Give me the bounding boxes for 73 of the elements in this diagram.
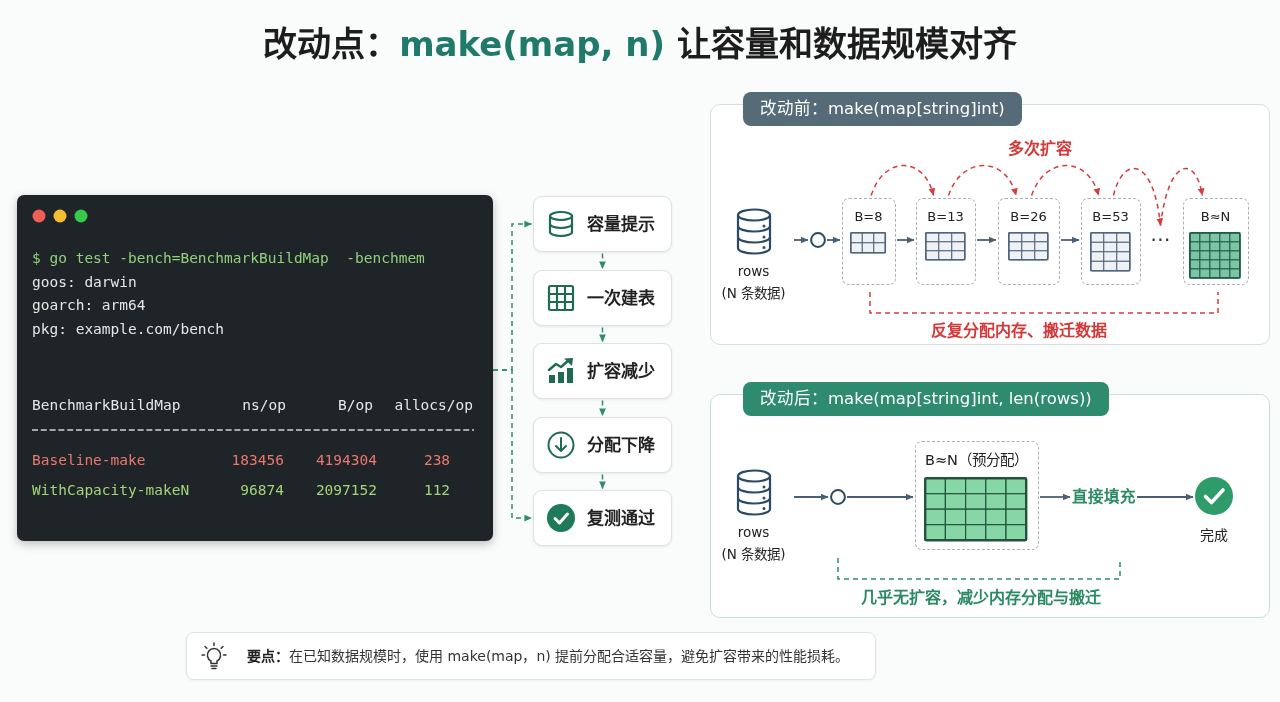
- step-card: [533, 417, 672, 473]
- step-label: 一次建表: [587, 287, 655, 309]
- annotation-label: 几乎无扩容，减少内存分配与搬迁: [860, 587, 1101, 608]
- benchmark-name: Baseline-make: [32, 451, 146, 470]
- terminal-window: [17, 195, 493, 541]
- curved-arrow: [1159, 167, 1205, 227]
- annotation-label: 反复分配内存、搬迁数据: [930, 320, 1107, 341]
- bucket-label: B=53: [1092, 208, 1129, 226]
- curved-arrow: [1030, 164, 1100, 197]
- source-label: rows: [737, 522, 770, 541]
- step-label: 扩容减少: [587, 360, 655, 382]
- dashed-arrow: [599, 326, 606, 343]
- metric-value: 183456: [231, 451, 284, 470]
- bucket-label: B≈N: [1200, 208, 1231, 226]
- benchmark-name: WithCapacity-makeN: [32, 481, 190, 500]
- dashed-arrow: [599, 399, 606, 417]
- arrow: [846, 493, 914, 501]
- curved-arrow: [1112, 167, 1163, 227]
- ellipsis: ⋯: [1149, 227, 1172, 250]
- dashed-arrow: [599, 473, 606, 490]
- panel-header: 改动前：make(map[string]int): [743, 92, 1022, 126]
- map-bucket: [997, 197, 1060, 285]
- arrow: [1060, 236, 1080, 244]
- curved-arrow: [947, 164, 1017, 197]
- step-label: 分配下降: [587, 434, 655, 456]
- annotation-label: 多次扩容: [1007, 138, 1072, 159]
- bucket-label: B=26: [1010, 208, 1047, 226]
- map-bucket: [1080, 197, 1141, 285]
- source-label: rows: [737, 261, 770, 280]
- dashed-arrow: [492, 369, 533, 522]
- arrow: [896, 236, 915, 244]
- output-line: goarch: arm64: [32, 296, 146, 315]
- arrow: [793, 493, 829, 501]
- step-label: 容量提示: [587, 213, 655, 235]
- metric-value: 238: [423, 451, 451, 470]
- output-line: goos: darwin: [32, 273, 137, 292]
- note-box: [186, 632, 876, 680]
- command-line: $ go test -bench=BenchmarkBuildMap -benchmem: [32, 249, 425, 268]
- metric-value: 2097152: [315, 481, 377, 500]
- bucket-label: B=13: [927, 208, 964, 226]
- title: 改动点：make(map, n) 让容量和数据规模对齐: [263, 23, 1017, 66]
- column-header: B/op: [338, 396, 373, 415]
- metric-value: 4194304: [315, 451, 377, 470]
- arrow: [793, 236, 809, 244]
- curved-arrow: [870, 164, 935, 197]
- column-header: allocs/op: [394, 396, 473, 415]
- metric-value: 96874: [240, 481, 284, 500]
- step-card: [533, 343, 672, 399]
- map-bucket: [1182, 197, 1249, 285]
- bucket-label: B=8: [854, 208, 883, 226]
- note-text: 要点：在已知数据规模时，使用 make(map，n) 提前分配合适容量，避免扩容带来的性能损耗。: [247, 647, 850, 666]
- source-caption: (N 条数据): [721, 544, 786, 563]
- map-bucket: [915, 197, 976, 285]
- bucket-label: B≈N（预分配）: [925, 451, 1028, 469]
- arrow: [976, 236, 997, 244]
- column-header: ns/op: [242, 396, 286, 415]
- status-label: 完成: [1199, 525, 1228, 544]
- map-bucket: [914, 440, 1039, 550]
- arrow: [1136, 493, 1194, 501]
- panel-header: 改动后：make(map[string]int, len(rows)): [743, 382, 1109, 416]
- metric-value: 112: [423, 481, 451, 500]
- column-header: BenchmarkBuildMap: [32, 396, 181, 415]
- source-caption: (N 条数据): [721, 283, 786, 302]
- step-label: 直接填充: [1071, 487, 1136, 506]
- output-line: pkg: example.com/bench: [32, 320, 225, 339]
- step-card: [533, 196, 672, 252]
- map-bucket: [841, 197, 896, 285]
- dashed-arrow: [599, 252, 606, 270]
- arrow: [826, 236, 841, 244]
- step-label: 复测通过: [587, 507, 655, 529]
- arrow: [1039, 493, 1071, 501]
- step-card: [533, 270, 672, 326]
- step-card: [533, 490, 672, 546]
